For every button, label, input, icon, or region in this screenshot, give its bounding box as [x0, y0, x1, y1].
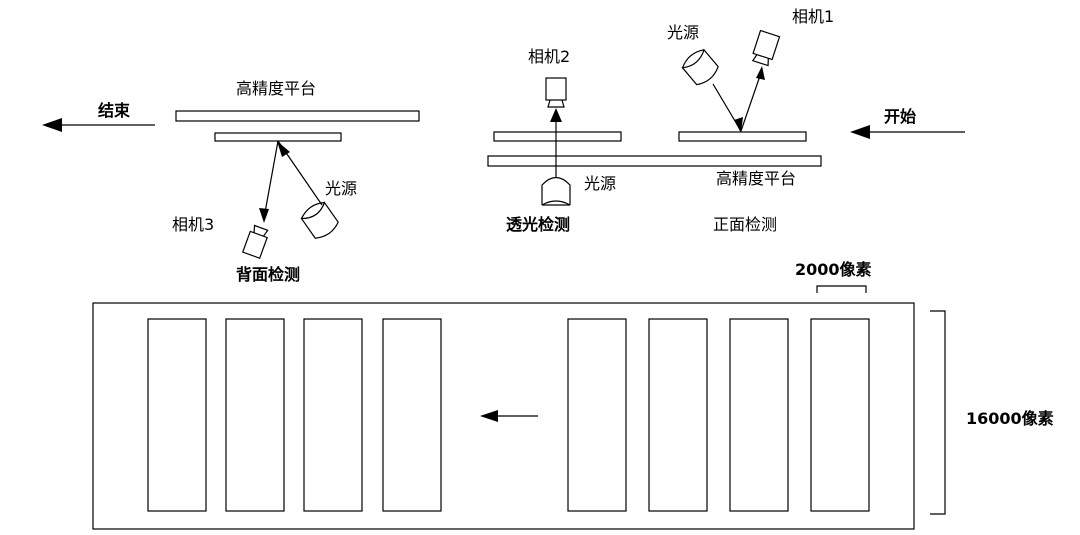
platform-left-label: 高精度平台 — [236, 79, 316, 98]
wafer-block-left-4 — [382, 318, 442, 512]
pixels-width-label: 2000像素 — [795, 260, 872, 279]
platform-right — [487, 155, 822, 167]
wafer-block-right-1 — [567, 318, 627, 512]
end-arrow-icon — [42, 118, 155, 132]
platform-right-label: 高精度平台 — [716, 169, 796, 188]
end-label: 结束 — [97, 101, 131, 120]
pixels-height-label: 16000像素 — [966, 409, 1054, 428]
scan-direction-arrow-icon — [480, 410, 538, 422]
wafer-block-left-2 — [225, 318, 285, 512]
height-bracket-icon — [930, 310, 946, 515]
back-inspection-label: 背面检测 — [236, 265, 300, 284]
camera1-icon — [751, 29, 781, 67]
camera2-icon — [545, 77, 567, 108]
platform-left — [175, 110, 420, 122]
camera1-beam-arrow-icon — [756, 66, 765, 80]
camera3-label: 相机3 — [172, 215, 214, 234]
start-arrow-icon — [850, 125, 965, 139]
wafer-block-right-4 — [810, 318, 870, 512]
light-back-icon — [300, 201, 339, 239]
width-bracket-icon — [816, 285, 867, 293]
light-front-beam-arrow-icon — [734, 117, 743, 133]
light-back-label: 光源 — [325, 179, 357, 198]
camera1-beam — [740, 69, 763, 132]
light-front-icon — [681, 48, 719, 86]
transmission-inspection-label: 透光检测 — [506, 215, 570, 234]
wafer-block-right-2 — [648, 318, 708, 512]
transmission-beam-arrow-icon — [550, 108, 562, 122]
front-inspection-label: 正面检测 — [713, 215, 777, 234]
wafer-block-left-1 — [147, 318, 207, 512]
camera3-beam — [263, 140, 279, 219]
camera1-label: 相机1 — [792, 7, 834, 26]
wafer-trans — [493, 131, 622, 142]
wafer-block-right-3 — [729, 318, 789, 512]
start-label: 开始 — [884, 107, 916, 126]
light-back-beam-arrow-icon — [277, 141, 290, 157]
wafer-block-left-3 — [303, 318, 363, 512]
light-trans-icon — [541, 176, 571, 206]
wafer-left — [214, 132, 342, 142]
light-front-label: 光源 — [667, 23, 699, 42]
camera2-label: 相机2 — [528, 47, 570, 66]
camera3-icon — [241, 224, 269, 260]
camera3-beam-arrow-icon — [259, 208, 269, 223]
wafer-front — [678, 131, 807, 142]
light-trans-label: 光源 — [584, 174, 616, 193]
